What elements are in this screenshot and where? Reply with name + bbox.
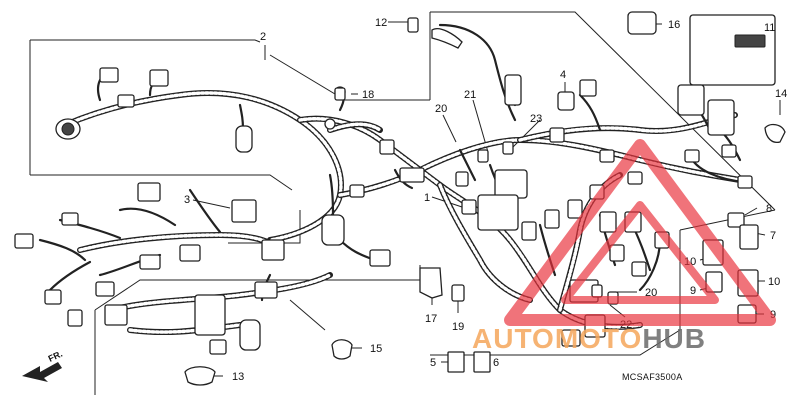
callout-9-a: 9 [690,285,696,297]
diagram-code: MCSAF3500A [622,372,683,382]
callout-18: 18 [362,89,374,101]
callout-4: 4 [560,69,566,81]
callout-7: 7 [770,230,776,242]
watermark-triangle-icon [504,139,776,326]
callout-20-a: 20 [435,103,447,115]
callout-21: 21 [464,89,476,101]
frame-lines [29,11,781,395]
callout-19: 19 [452,321,464,333]
callout-1: 1 [424,192,430,204]
direction-label: FR. [47,349,64,364]
callout-12: 12 [375,17,387,29]
callout-17: 17 [425,313,437,325]
front-direction-arrow: FR. [22,349,64,382]
connectors [14,11,786,386]
callout-8: 8 [766,203,772,215]
callout-10-b: 10 [768,276,780,288]
callout-3: 3 [184,194,190,206]
callout-14: 14 [775,88,787,100]
callout-2: 2 [260,31,266,43]
callout-6: 6 [493,357,499,369]
callout-16: 16 [668,19,680,31]
callout-13: 13 [232,371,244,383]
watermark: AUTOMOTOHUB [472,139,776,354]
callout-23: 23 [530,113,542,125]
callout-5: 5 [430,357,436,369]
watermark-text: AUTOMOTOHUB [472,323,706,354]
callout-15: 15 [370,343,382,355]
callout-11: 11 [764,22,775,34]
